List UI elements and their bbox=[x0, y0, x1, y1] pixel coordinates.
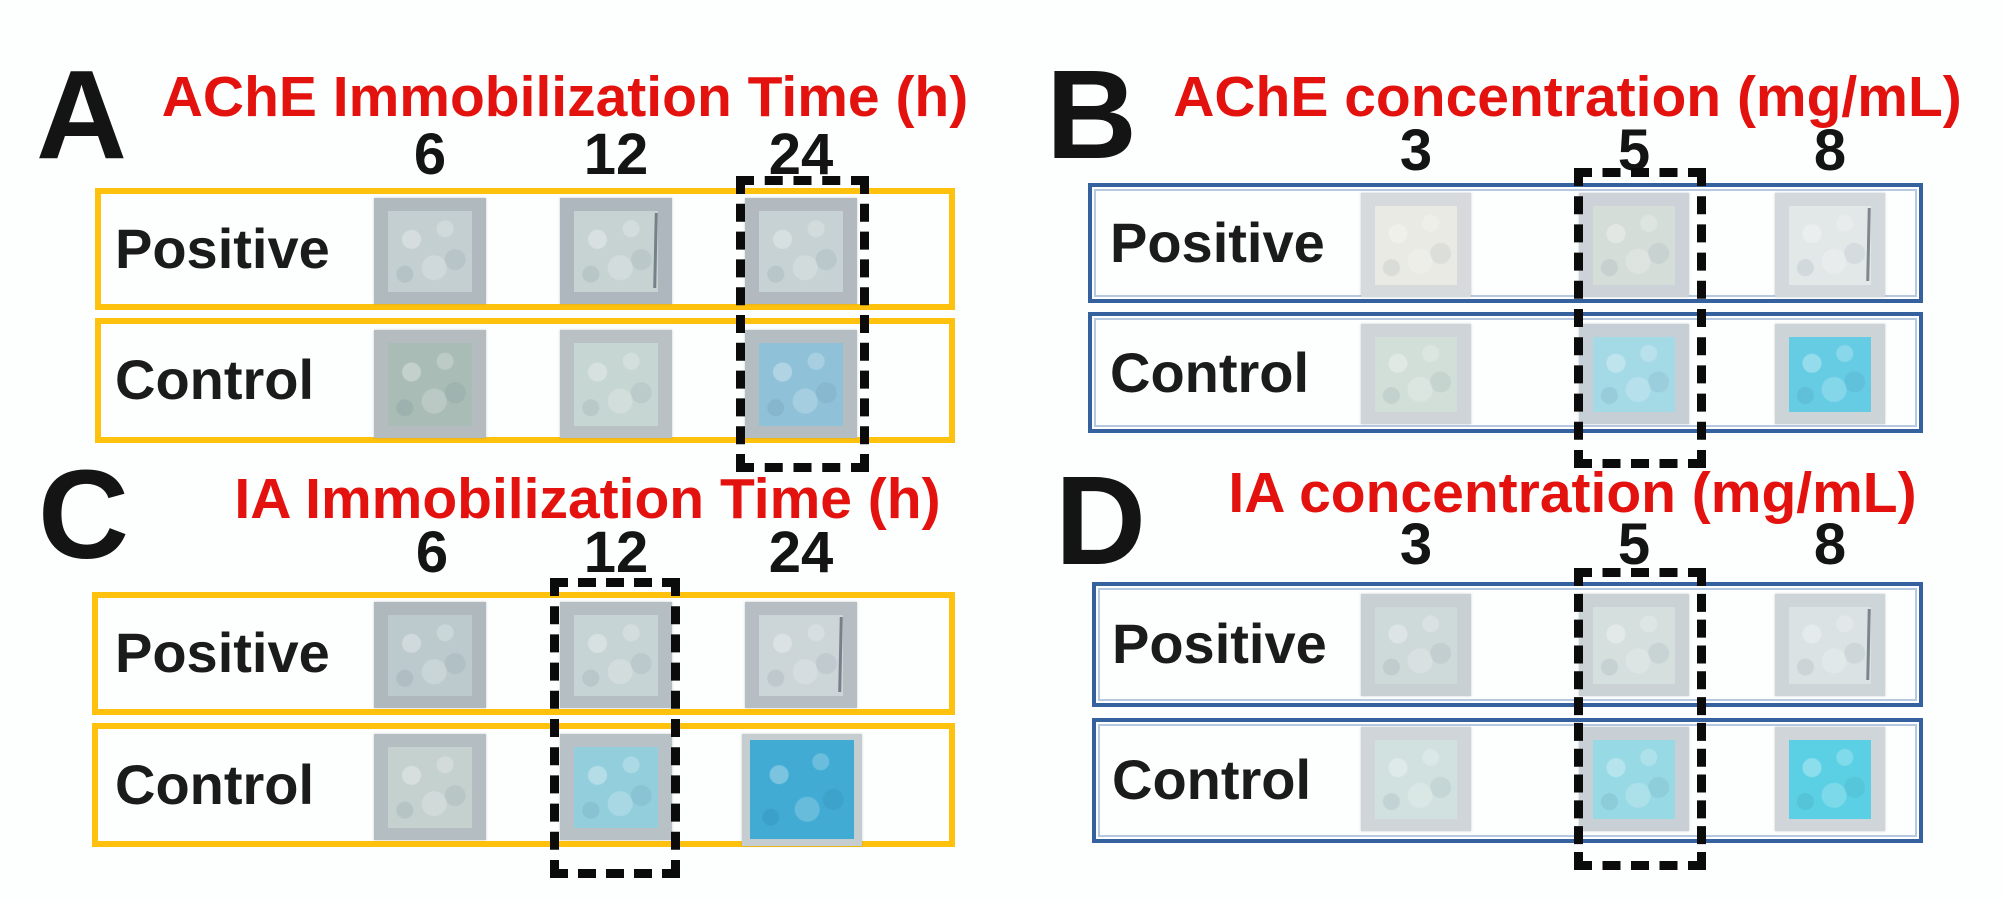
swatch-mount bbox=[1775, 324, 1885, 424]
selection-dashed-box bbox=[550, 578, 680, 878]
panel-title-a: AChE Immobilization Time (h) bbox=[161, 65, 969, 129]
swatch-mount bbox=[560, 734, 672, 840]
column-label: 8 bbox=[1813, 512, 1847, 577]
swatch-mount bbox=[1361, 594, 1471, 696]
column-label: 24 bbox=[768, 122, 834, 187]
panel-title-d: IA concentration (mg/mL) bbox=[1228, 461, 1917, 525]
test-patch bbox=[1593, 337, 1675, 412]
test-patch bbox=[759, 343, 843, 426]
column-label: 12 bbox=[583, 122, 649, 187]
control-row-box bbox=[1088, 312, 1923, 433]
row-label-control: Control bbox=[115, 753, 315, 816]
swatch-mount bbox=[560, 330, 672, 438]
column-label: 6 bbox=[413, 122, 447, 187]
test-patch bbox=[1789, 206, 1871, 285]
row-label-control: Control bbox=[1112, 748, 1312, 811]
positive-row-box bbox=[92, 592, 955, 715]
column-label: 24 bbox=[768, 520, 834, 585]
test-patch bbox=[1593, 607, 1675, 684]
test-patch bbox=[388, 343, 472, 426]
swatch-mount bbox=[745, 198, 857, 304]
row-label-positive: Positive bbox=[1112, 612, 1327, 675]
selection-dashed-box bbox=[1574, 168, 1706, 468]
swatch-mount bbox=[1775, 727, 1885, 831]
test-patch bbox=[759, 615, 843, 696]
swatch-mount bbox=[1361, 727, 1471, 831]
column-label: 3 bbox=[1399, 118, 1433, 183]
swatch-mount bbox=[745, 602, 857, 708]
panel-title-b: AChE concentration (mg/mL) bbox=[1173, 65, 1962, 129]
row-label-positive: Positive bbox=[115, 621, 330, 684]
control-row-box bbox=[1092, 718, 1923, 843]
swatch-mount bbox=[1579, 193, 1689, 297]
column-label: 5 bbox=[1617, 512, 1651, 577]
positive-row-box bbox=[95, 188, 955, 310]
row-label-positive: Positive bbox=[115, 217, 330, 280]
test-patch bbox=[1375, 740, 1457, 819]
swatch-mount bbox=[374, 330, 486, 438]
swatch-mount bbox=[742, 734, 862, 846]
row-label-positive: Positive bbox=[1110, 211, 1325, 274]
swatch-mount bbox=[1361, 193, 1471, 297]
column-label: 6 bbox=[415, 520, 449, 585]
test-patch bbox=[1789, 740, 1871, 819]
swatch-mount bbox=[1775, 193, 1885, 297]
selection-dashed-box bbox=[1574, 568, 1706, 870]
test-patch bbox=[1593, 740, 1675, 819]
test-patch bbox=[574, 615, 658, 696]
panel-letter-d: D bbox=[1055, 450, 1146, 591]
test-patch bbox=[1375, 337, 1457, 412]
row-label-control: Control bbox=[1110, 341, 1310, 404]
panel-letter-a: A bbox=[36, 44, 127, 185]
test-patch bbox=[1375, 206, 1457, 285]
test-patch bbox=[388, 747, 472, 828]
test-patch bbox=[750, 740, 854, 839]
control-row-box bbox=[95, 318, 955, 443]
swatch-mount bbox=[1579, 594, 1689, 696]
column-label: 8 bbox=[1813, 118, 1847, 183]
test-patch bbox=[759, 211, 843, 292]
test-patch bbox=[1789, 607, 1871, 684]
test-patch bbox=[388, 615, 472, 696]
swatch-mount bbox=[1579, 324, 1689, 424]
swatch-mount bbox=[374, 734, 486, 840]
positive-row-box bbox=[1088, 183, 1923, 303]
control-row-box bbox=[92, 723, 955, 847]
test-patch bbox=[1789, 337, 1871, 412]
swatch-mount bbox=[1775, 594, 1885, 696]
panel-title-c: IA Immobilization Time (h) bbox=[234, 467, 941, 531]
test-patch bbox=[574, 211, 658, 292]
test-patch bbox=[388, 211, 472, 292]
panel-letter-c: C bbox=[38, 444, 129, 585]
positive-row-box bbox=[1092, 582, 1923, 707]
swatch-mount bbox=[1579, 727, 1689, 831]
row-label-control: Control bbox=[115, 348, 315, 411]
test-patch bbox=[574, 747, 658, 828]
selection-dashed-box bbox=[736, 176, 869, 472]
test-patch bbox=[1593, 206, 1675, 285]
swatch-mount bbox=[560, 198, 672, 304]
panel-letter-b: B bbox=[1046, 44, 1137, 185]
swatch-mount bbox=[745, 330, 857, 438]
swatch-mount bbox=[560, 602, 672, 708]
column-label: 3 bbox=[1399, 512, 1433, 577]
column-label: 12 bbox=[583, 520, 649, 585]
test-patch bbox=[1375, 607, 1457, 684]
swatch-mount bbox=[374, 602, 486, 708]
swatch-mount bbox=[374, 198, 486, 304]
test-patch bbox=[574, 343, 658, 426]
swatch-mount bbox=[1361, 324, 1471, 424]
